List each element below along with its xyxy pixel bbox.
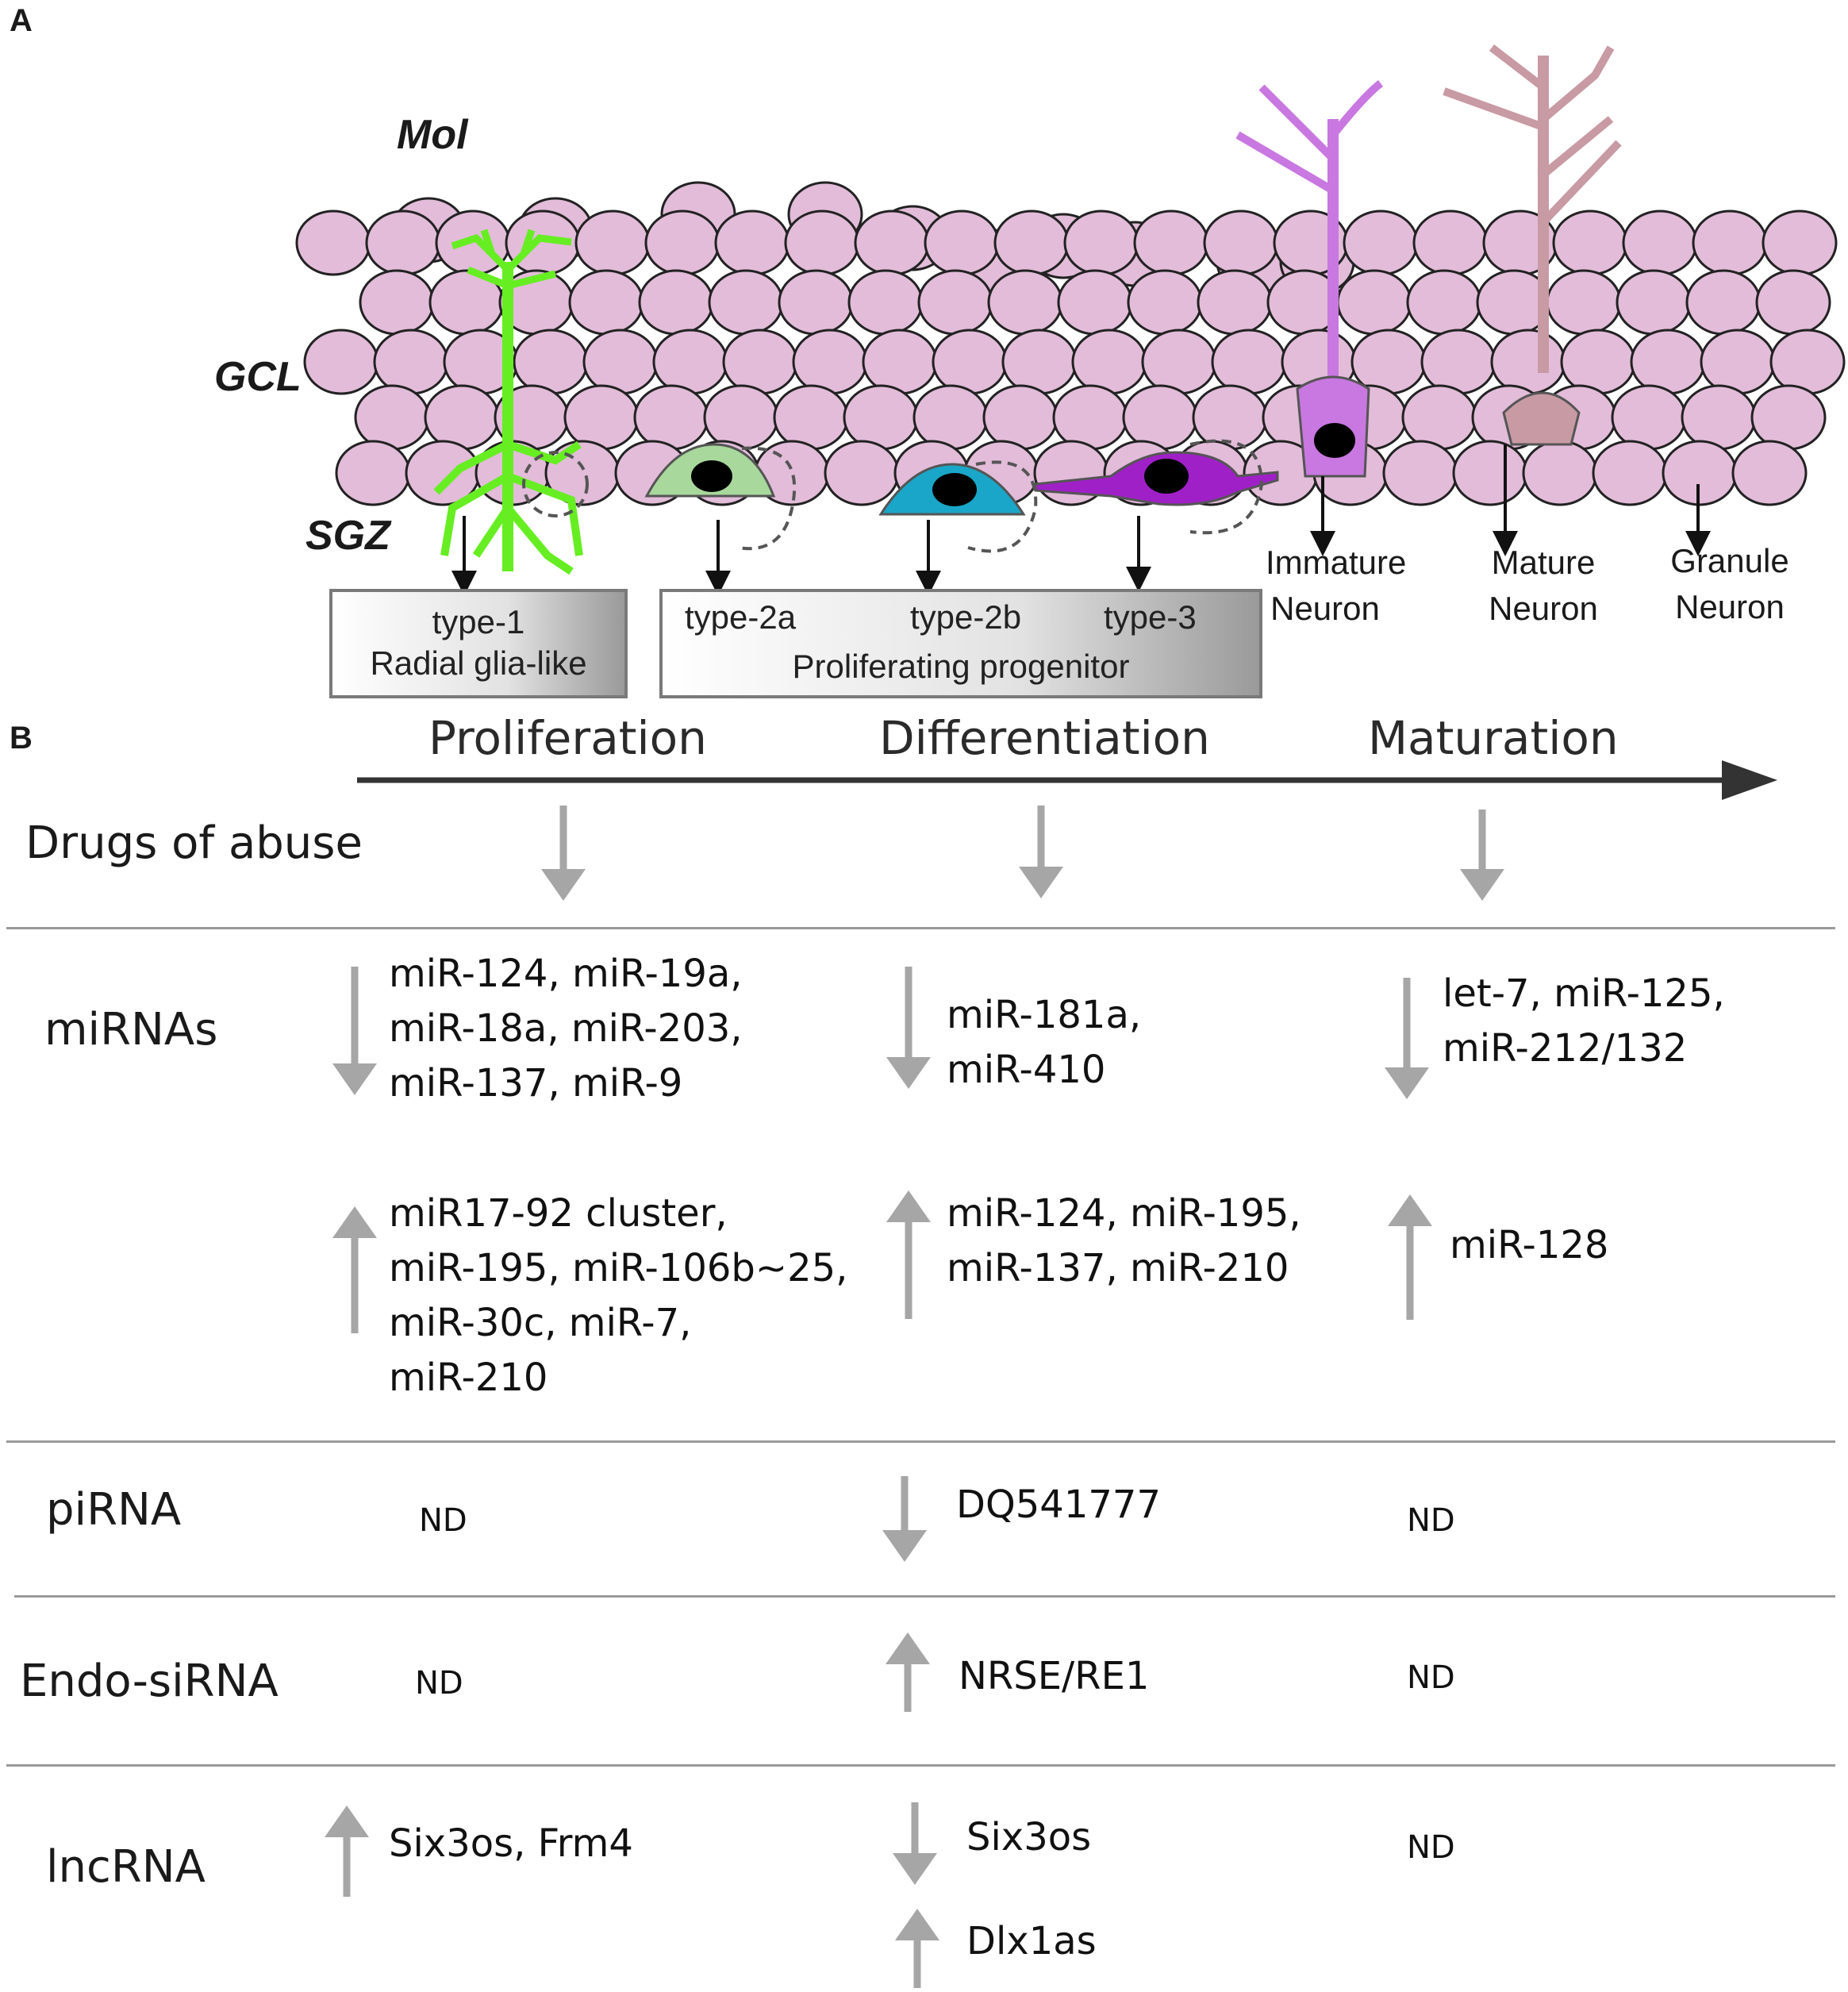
- mirna-prolif-down-list: miR-124, miR-19a, miR-18a, miR-203, miR-…: [389, 952, 743, 1106]
- mirna-diff-down-list: miR-181a, miR-410: [947, 993, 1142, 1092]
- proliferating-progenitor-label: Proliferating progenitor: [792, 648, 1130, 685]
- row-divider: [6, 927, 1835, 929]
- type3-label: type-3: [1104, 598, 1197, 636]
- row-divider: [6, 1440, 1835, 1443]
- type1-box: type-1 Radial glia-like: [329, 589, 628, 698]
- pirna-prolif-value: ND: [419, 1502, 467, 1539]
- type2b-progenitor-cell: [878, 460, 1038, 553]
- mirnas-label: miRNAs: [44, 1004, 218, 1056]
- type2b-label: type-2b: [910, 598, 1022, 636]
- stage-arrows: [451, 444, 1711, 596]
- mirna-diff-up-list: miR-124, miR-195, miR-137, miR-210: [947, 1191, 1301, 1290]
- phase-differentiation: Differentiation: [879, 711, 1210, 765]
- mirna-mat-down-list: let-7, miR-125, miR-212/132: [1443, 971, 1725, 1071]
- endo-diff-up-arrow: [886, 1632, 930, 1712]
- mirna-prolif-up-list: miR17-92 cluster, miR-195, miR-106b~25, …: [389, 1191, 848, 1400]
- endo-sirna-label: Endo-siRNA: [20, 1656, 279, 1707]
- drugs-of-abuse-label: Drugs of abuse: [25, 817, 363, 869]
- sgz-layer-label: SGZ: [305, 513, 390, 559]
- type2a-progenitor-cell: [644, 443, 797, 551]
- type1-label: type-1: [432, 603, 525, 640]
- lncrna-diff-up-value: Dlx1as: [966, 1919, 1097, 1963]
- mirna-mat-up-list: miR-128: [1450, 1223, 1609, 1267]
- drugs-prolif-down-arrow: [541, 806, 586, 901]
- lncrna-diff-down-arrow: [893, 1802, 937, 1885]
- mirna-diff-down-arrow: [886, 967, 931, 1089]
- lncrna-diff-up-arrow: [895, 1909, 939, 1988]
- endo-diff-value: NRSE/RE1: [959, 1654, 1150, 1698]
- mirna-diff-up-arrow: [886, 1190, 931, 1319]
- mirna-prolif-up-arrow: [332, 1206, 377, 1333]
- endo-prolif-value: ND: [415, 1665, 463, 1702]
- type1-radial-glia-cell: [433, 229, 589, 575]
- immature-neuron-cell: [1235, 80, 1384, 478]
- lncrna-prolif-up-arrow: [325, 1805, 369, 1897]
- progenitor-box: type-2a type-2b type-3 Proliferating pro…: [659, 589, 1262, 698]
- lncrna-label: lncRNA: [46, 1841, 206, 1893]
- mature-neuron-cell: [1443, 44, 1622, 446]
- panel-b-letter: B: [10, 721, 33, 756]
- pirna-label: piRNA: [46, 1484, 182, 1536]
- phase-proliferation: Proliferation: [428, 711, 707, 765]
- drugs-diff-down-arrow: [1019, 806, 1063, 898]
- lncrna-prolif-value: Six3os, Frm4: [389, 1821, 633, 1866]
- granule-cell-layer: [295, 181, 1846, 506]
- type3-progenitor-cell: [1034, 439, 1279, 535]
- pirna-diff-down-arrow: [882, 1476, 927, 1562]
- lncrna-mat-value: ND: [1407, 1829, 1455, 1866]
- mirna-prolif-down-arrow: [332, 967, 377, 1095]
- granule-cell: [1731, 440, 1808, 506]
- gcl-layer-label: GCL: [214, 354, 302, 400]
- type2a-label: type-2a: [685, 598, 797, 636]
- pirna-diff-value: DQ541777: [956, 1482, 1161, 1527]
- mol-layer-label: Mol: [397, 112, 468, 158]
- neurogenesis-illustration: [295, 44, 1846, 800]
- panel-a-letter: A: [10, 3, 33, 38]
- row-divider: [14, 1595, 1835, 1598]
- mirna-mat-up-arrow: [1388, 1194, 1432, 1320]
- phase-maturation: Maturation: [1368, 711, 1619, 765]
- mirna-mat-down-arrow: [1385, 978, 1429, 1099]
- endo-mat-value: ND: [1407, 1659, 1455, 1696]
- timeline-arrow: [357, 760, 1777, 800]
- lncrna-diff-down-value: Six3os: [966, 1815, 1092, 1859]
- row-divider: [6, 1764, 1835, 1767]
- drugs-mat-down-arrow: [1460, 809, 1504, 901]
- radial-glia-label: Radial glia-like: [370, 644, 587, 682]
- pirna-mat-value: ND: [1407, 1502, 1455, 1539]
